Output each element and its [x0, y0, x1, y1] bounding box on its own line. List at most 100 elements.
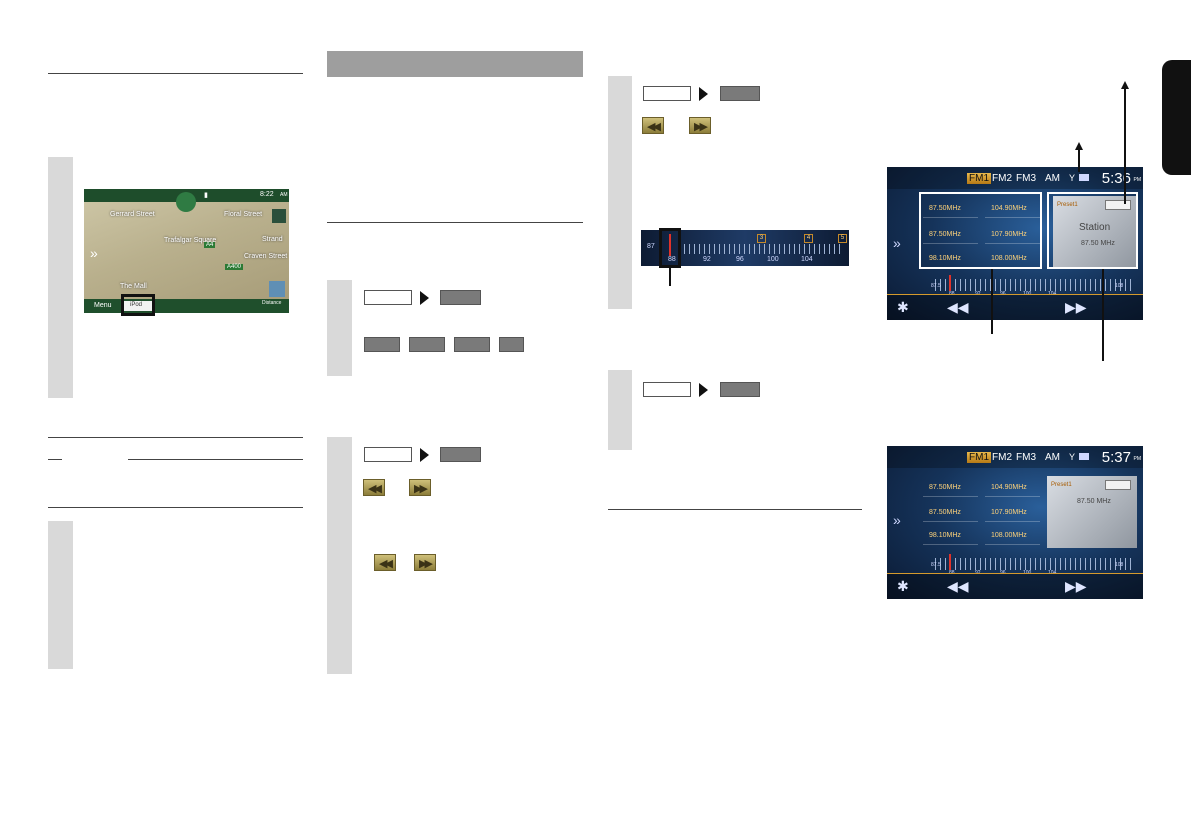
station-name: Station [1079, 222, 1111, 233]
gear-icon[interactable]: ✱ [897, 578, 909, 594]
gear-icon[interactable]: ✱ [897, 299, 909, 315]
preset-frequency: 87.50MHz [929, 484, 961, 491]
fast-forward-icon[interactable]: ▶▶ [1065, 299, 1087, 315]
section-rule [128, 459, 303, 460]
street-label: Craven Street [244, 253, 288, 260]
scale-tick-label: 108 [1115, 283, 1124, 289]
radio-clock: 5:37 [1101, 449, 1131, 466]
band-key-fm1[interactable] [364, 337, 400, 352]
frequency-scale [935, 558, 1135, 570]
chapter-thumb-tab [1162, 60, 1191, 175]
swap-button[interactable] [1105, 480, 1131, 490]
highlight-frame-presets [919, 192, 1042, 269]
scale-tick-label: 87 [647, 243, 655, 250]
source-key[interactable] [643, 382, 691, 397]
function-key[interactable] [440, 447, 481, 462]
preset-button[interactable]: 104.90MHz [985, 203, 1040, 218]
preset-button[interactable]: 107.90MHz [985, 229, 1040, 244]
double-chevron-right-icon[interactable]: » [893, 235, 901, 251]
band-tab-am[interactable]: AM [1045, 173, 1060, 184]
station-info-card[interactable]: Preset1 Station 87.50 MHz [1053, 196, 1137, 269]
grid-menu-icon[interactable] [272, 209, 286, 223]
source-key[interactable] [364, 447, 412, 462]
scale-tick-label: 87.5 [931, 283, 941, 289]
preset-frequency: 107.90MHz [991, 231, 1027, 238]
preset-button[interactable]: 107.90MHz [985, 507, 1040, 522]
source-key[interactable] [643, 86, 691, 101]
rewind-icon[interactable]: ◀◀ [642, 117, 664, 134]
rewind-icon[interactable]: ◀◀ [363, 479, 385, 496]
tuning-needle [949, 275, 951, 291]
section-rule [48, 459, 62, 460]
triangle-right-icon [420, 291, 429, 305]
radio-ampm: PM [1133, 456, 1142, 462]
fast-forward-icon[interactable]: ▶▶ [1065, 578, 1087, 594]
preset-frequency: 104.90MHz [991, 484, 1027, 491]
preset-button[interactable]: 87.50MHz [923, 507, 978, 522]
preset-button[interactable]: 108.00MHz [985, 530, 1040, 545]
double-chevron-right-icon[interactable]: » [893, 512, 901, 528]
band-tab-fm2[interactable]: FM2 [992, 452, 1012, 463]
road-badge: A4 [204, 242, 216, 248]
preset-button[interactable]: 87.50MHz [923, 482, 978, 497]
scale-tick-label: 108 [1115, 562, 1124, 568]
scale-tick-label: 92 [703, 256, 711, 263]
fast-forward-icon[interactable]: ▶▶ [689, 117, 711, 134]
function-key[interactable] [720, 382, 760, 397]
step-bar [48, 521, 73, 669]
band-tab-fm1[interactable]: FM1 [967, 452, 991, 463]
band-key-fm3[interactable] [454, 337, 490, 352]
band-tab-fm2[interactable]: FM2 [992, 173, 1012, 184]
rewind-icon[interactable]: ◀◀ [947, 578, 969, 594]
street-label: Trafalgar Square [164, 237, 217, 244]
band-tab-fm3[interactable]: FM3 [1016, 173, 1036, 184]
step-bar [608, 76, 632, 309]
section-rule [48, 507, 303, 508]
band-tab-fm3[interactable]: FM3 [1016, 452, 1036, 463]
preset-marker: 3 [757, 234, 766, 243]
step-bar [48, 157, 73, 398]
callout-tip [1075, 142, 1083, 150]
callout-line [1124, 88, 1126, 204]
street-label: Floral Street [224, 211, 263, 218]
preset-card-title: Preset1 [1051, 482, 1072, 488]
double-chevron-right-icon[interactable]: » [90, 245, 98, 261]
frequency-scale [935, 279, 1135, 291]
scale-tick-label: 88 [668, 256, 676, 263]
compass-icon [176, 192, 196, 212]
rewind-icon[interactable]: ◀◀ [374, 554, 396, 571]
scale-tick-label: 100 [767, 256, 779, 263]
preset-button[interactable]: 87.50MHz [923, 229, 978, 244]
preset-button[interactable]: 87.50MHz [923, 203, 978, 218]
pedestrian-view-icon[interactable] [269, 281, 285, 297]
band-key-fm2[interactable] [409, 337, 445, 352]
menu-button[interactable]: Menu [94, 302, 112, 309]
ipod-button[interactable]: iPod [124, 301, 154, 311]
preset-button[interactable]: 98.10MHz [923, 530, 978, 545]
source-key[interactable] [364, 290, 412, 305]
station-info-card[interactable]: Preset1 87.50 MHz [1047, 476, 1137, 548]
fast-forward-icon[interactable]: ▶▶ [409, 479, 431, 496]
antenna-icon: Y [1069, 173, 1076, 183]
signal-icon: ▮ [204, 192, 208, 199]
step-bar [608, 370, 632, 450]
function-key[interactable] [440, 290, 481, 305]
step-bar [327, 280, 352, 376]
band-tab-am[interactable]: AM [1045, 452, 1060, 463]
radio-bottom-bar [887, 573, 1143, 599]
triangle-right-icon [420, 448, 429, 462]
fast-forward-icon[interactable]: ▶▶ [414, 554, 436, 571]
radio-top-bar [887, 167, 1143, 189]
scale-tick-label: 87.5 [931, 562, 941, 568]
preset-button[interactable]: 104.90MHz [985, 482, 1040, 497]
battery-icon [1079, 453, 1089, 460]
station-frequency: 87.50 MHz [1081, 240, 1115, 247]
band-tab-fm1[interactable]: FM1 [967, 173, 991, 184]
info-button[interactable] [1105, 200, 1131, 210]
callout-line [669, 268, 671, 286]
battery-icon [1079, 174, 1089, 181]
section-rule [608, 509, 862, 510]
band-key-am[interactable] [499, 337, 524, 352]
function-key[interactable] [720, 86, 760, 101]
rewind-icon[interactable]: ◀◀ [947, 299, 969, 315]
